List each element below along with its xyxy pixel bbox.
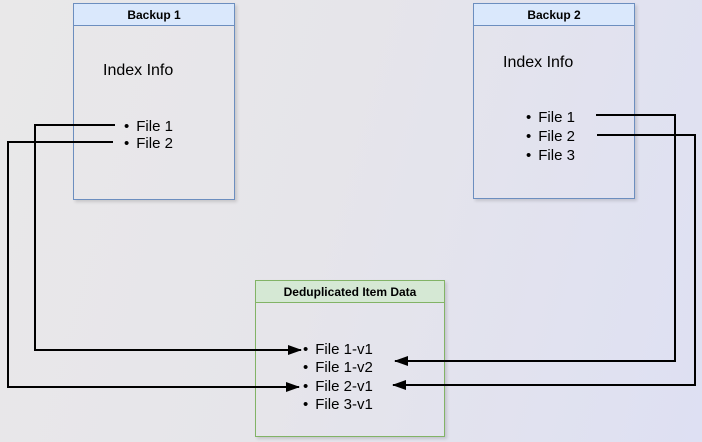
backup2-file-1-label: File 1 [538,109,575,126]
backup2-file-item: • File 2 [526,128,575,145]
backup2-file-3-label: File 3 [538,147,575,164]
bullet-icon: • [526,109,532,126]
dedup-item-2-label: File 1-v2 [315,359,373,376]
dedup-item: • File 1-v1 [303,341,373,358]
backup2-box: Backup 2 Index Info • File 1 • File 2 • … [473,3,635,199]
bullet-icon: • [124,135,130,152]
backup1-index-info-label: Index Info [103,62,174,79]
bullet-icon: • [526,128,532,145]
dedup-item-1-label: File 1-v1 [315,341,373,358]
backup2-index-info-label: Index Info [503,54,574,71]
backup1-file-2-label: File 2 [136,135,173,152]
bullet-icon: • [303,359,309,376]
dedup-item: • File 3-v1 [303,396,373,413]
bullet-icon: • [303,378,309,395]
dedup-item-4-label: File 3-v1 [315,396,373,413]
backup2-file-item: • File 3 [526,147,575,164]
bullet-icon: • [526,147,532,164]
backup1-file-item: • File 1 [124,118,173,135]
dedup-item-3-label: File 2-v1 [315,378,373,395]
bullet-icon: • [124,118,130,135]
backup2-file-item: • File 1 [526,109,575,126]
bullet-icon: • [303,341,309,358]
backup2-title: Backup 2 [474,4,634,26]
backup1-file-1-label: File 1 [136,118,173,135]
dedup-title: Deduplicated Item Data [256,281,444,303]
dedup-item: • File 2-v1 [303,378,373,395]
backup1-file-item: • File 2 [124,135,173,152]
backup1-box: Backup 1 Index Info • File 1 • File 2 [73,3,235,200]
backup2-file-2-label: File 2 [538,128,575,145]
bullet-icon: • [303,396,309,413]
dedup-box: Deduplicated Item Data • File 1-v1 • Fil… [255,280,445,437]
backup1-title: Backup 1 [74,4,234,26]
dedup-item: • File 1-v2 [303,359,373,376]
